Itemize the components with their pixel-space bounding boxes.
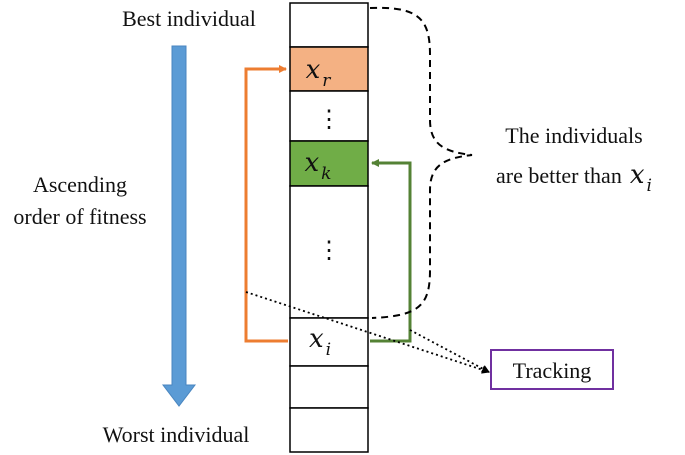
ascending-label-line1: Ascending <box>33 172 127 197</box>
dashed-brace <box>369 6 473 319</box>
fitness-order-arrow <box>161 45 197 407</box>
population-cell-below1 <box>289 365 369 409</box>
population-cell-gap1 <box>289 90 369 142</box>
tracking-label: Tracking <box>513 358 592 383</box>
inline-xi: x <box>630 160 645 190</box>
population-cell-top <box>289 2 369 48</box>
ellipsis-lower: ⋮ <box>317 238 341 264</box>
tracking-box <box>490 349 614 390</box>
population-cell-gap2 <box>289 185 369 319</box>
ascending-label-line2: order of fitness <box>13 204 146 229</box>
tracking-dotted-line-green <box>409 329 490 373</box>
best-individual-label: Best individual <box>122 6 256 31</box>
population-cell-bottom <box>289 407 369 453</box>
ellipsis-upper: ⋮ <box>317 107 341 133</box>
worst-individual-label: Worst individual <box>103 422 250 447</box>
better-label-line1: The individuals <box>505 123 642 148</box>
green-arrow-xi-to-xk <box>370 159 412 343</box>
population-cell-xr <box>289 46 369 92</box>
orange-arrow-xi-to-xr <box>244 65 288 343</box>
